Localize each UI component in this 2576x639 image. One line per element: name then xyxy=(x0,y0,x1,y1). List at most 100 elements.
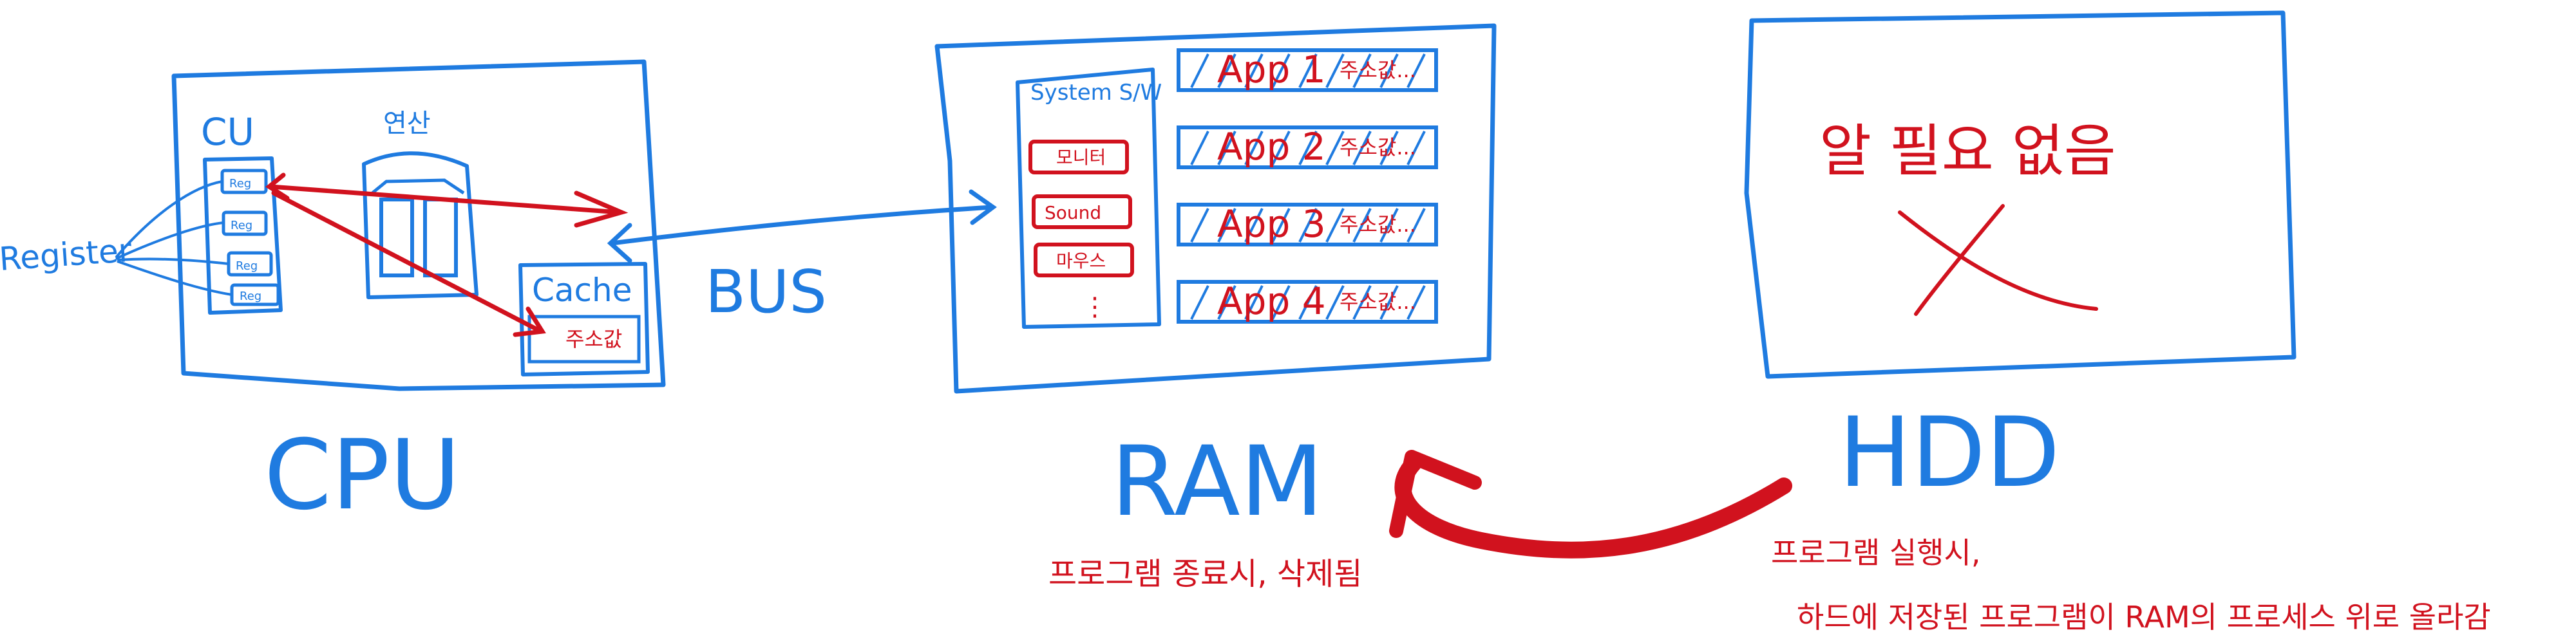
alu-frame xyxy=(371,178,465,195)
alu-box xyxy=(362,151,478,299)
cpu-label: CPU xyxy=(264,420,460,532)
svg-text:모니터: 모니터 xyxy=(1056,147,1106,168)
bus-label: BUS xyxy=(705,257,827,326)
hdd-note: 알 필요 없음 xyxy=(1819,118,2116,184)
system-items-more: ⋮ xyxy=(1082,292,1108,322)
app-hatch xyxy=(1379,131,1399,165)
app-row: App 2 주소값... xyxy=(1177,125,1438,169)
register-cell: Reg xyxy=(222,210,268,236)
app-hatch xyxy=(1379,208,1399,243)
app-hatch xyxy=(1298,53,1318,88)
cpu-block: CU Reg Reg Reg Reg 연산 Cache 주소값 R xyxy=(0,59,666,532)
app-hatch xyxy=(1325,53,1345,88)
cross-mark xyxy=(1914,204,2005,316)
app-hatch xyxy=(1271,208,1291,243)
app-name: App 4 xyxy=(1217,279,1326,323)
app-hatch xyxy=(1271,131,1291,165)
cpu-outline xyxy=(171,59,666,391)
app-note: 주소값... xyxy=(1340,135,1416,160)
app-hatch xyxy=(1190,53,1209,88)
app-hatch xyxy=(1379,285,1399,320)
app-row: App 1 주소값... xyxy=(1177,48,1438,92)
app-hatch xyxy=(1217,208,1236,243)
app-hatch xyxy=(1190,131,1209,165)
hdd-caption-line2: 하드에 저장된 프로그램이 RAM의 프로세스 위로 올라감 xyxy=(1797,600,2491,634)
app-hatch xyxy=(1352,131,1372,165)
app-hatch xyxy=(1244,53,1264,88)
app-hatch xyxy=(1352,285,1372,320)
app-hatch xyxy=(1352,208,1372,243)
cu-label: CU xyxy=(201,110,254,154)
app-hatch xyxy=(1325,285,1345,320)
register-cell: Reg xyxy=(220,169,268,194)
app-hatch xyxy=(1244,285,1264,320)
app-name: App 1 xyxy=(1217,48,1326,91)
system-item: Sound xyxy=(1032,194,1132,229)
svg-text:마우스: 마우스 xyxy=(1056,250,1106,272)
app-hatch xyxy=(1271,285,1291,320)
load-arrowhead xyxy=(1389,450,1482,538)
app-hatch xyxy=(1190,285,1209,320)
svg-text:Reg: Reg xyxy=(240,290,261,303)
app-slot xyxy=(1177,203,1438,246)
app-row: App 3 주소값... xyxy=(1177,202,1438,246)
app-row: App 4 주소값... xyxy=(1177,279,1438,324)
register-cache-red-arrow xyxy=(265,172,629,337)
app-hatch xyxy=(1217,131,1236,165)
svg-text:Reg: Reg xyxy=(231,219,252,232)
alu-label: 연산 xyxy=(383,109,431,138)
cross-mark xyxy=(1898,210,2098,311)
app-slot xyxy=(1177,48,1438,92)
register-label: Register xyxy=(0,232,133,278)
alu-unit xyxy=(423,198,458,277)
app-hatch xyxy=(1325,208,1345,243)
ram-label: RAM xyxy=(1111,426,1323,538)
app-hatch xyxy=(1271,53,1291,88)
hdd-outline xyxy=(1744,10,2297,379)
app-hatch xyxy=(1217,53,1236,88)
cache-note: 주소값 xyxy=(565,327,622,351)
system-item: 마우스 xyxy=(1034,243,1134,277)
app-hatch xyxy=(1406,208,1426,243)
app-name: App 2 xyxy=(1217,125,1326,169)
bus-arrow xyxy=(609,205,994,246)
ram-caption: 프로그램 종료시, 삭제됨 xyxy=(1048,556,1362,592)
register-pointer-line xyxy=(117,260,232,296)
app-hatch xyxy=(1298,208,1318,243)
ram-outline xyxy=(934,23,1497,394)
register-cell: Reg xyxy=(230,283,280,306)
svg-text:Reg: Reg xyxy=(236,259,258,273)
app-slot xyxy=(1177,125,1438,169)
hdd-label: HDD xyxy=(1839,397,2060,509)
app-list: App 1 주소값... App 2 주소값... App 3 주소값... App 4 주소… xyxy=(1177,48,1438,324)
app-note: 주소값... xyxy=(1340,58,1416,82)
svg-text:Reg: Reg xyxy=(229,177,251,190)
system-sw-label: System S/W xyxy=(1030,80,1162,106)
cache-label: Cache xyxy=(532,272,632,309)
app-note: 주소값... xyxy=(1340,290,1416,314)
app-hatch xyxy=(1352,53,1372,88)
cache-slot xyxy=(527,315,641,364)
app-hatch xyxy=(1217,285,1236,320)
register-pointer-line xyxy=(115,221,224,260)
hdd-block: 알 필요 없음 HDD 프로그램 실행시, 하드에 저장된 프로그램이 RAM의… xyxy=(1389,10,2491,634)
app-hatch xyxy=(1244,208,1264,243)
app-hatch xyxy=(1190,208,1209,243)
app-hatch xyxy=(1406,53,1426,88)
register-pointer-line xyxy=(115,180,223,259)
app-hatch xyxy=(1244,131,1264,165)
system-sw-box xyxy=(1016,68,1161,329)
app-hatch xyxy=(1298,285,1318,320)
register-pointer-line xyxy=(117,257,229,265)
app-note: 주소값... xyxy=(1340,212,1416,237)
app-hatch xyxy=(1379,53,1399,88)
app-hatch xyxy=(1325,131,1345,165)
app-hatch xyxy=(1298,131,1318,165)
app-slot xyxy=(1177,280,1438,324)
register-cell: Reg xyxy=(227,251,273,277)
bus: BUS xyxy=(607,189,997,326)
app-name: App 3 xyxy=(1217,202,1326,246)
system-item: 모니터 xyxy=(1028,140,1129,174)
